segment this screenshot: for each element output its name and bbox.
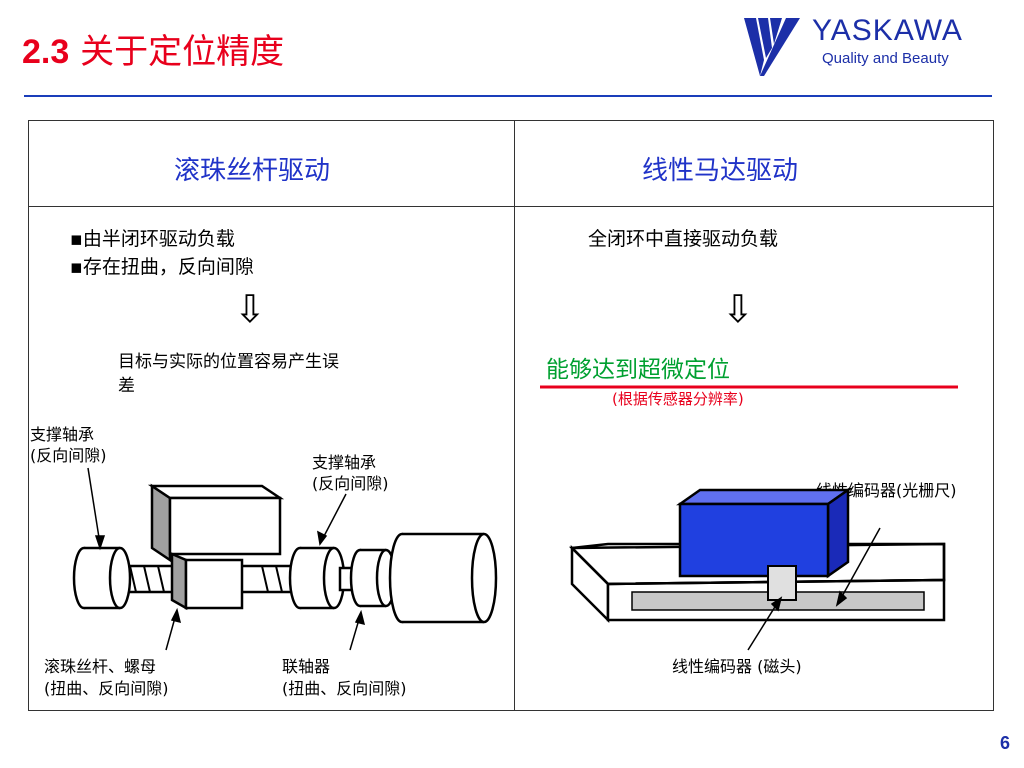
left-bullet-2: ▪存在扭曲，反向间隙 <box>70 256 254 278</box>
column-divider <box>514 120 515 711</box>
section-title: 关于定位精度 <box>80 32 285 72</box>
label-ball-screw-1: 滚珠丝杆、螺母 <box>44 657 157 676</box>
header-rule <box>24 95 992 97</box>
logo-tagline: Quality and Beauty <box>822 50 949 67</box>
right-line-1: 全闭环中直接驱动负载 <box>588 228 779 250</box>
label-linear-scale: 线性编码器(光栅尺) <box>816 481 957 500</box>
right-result-note: (根据传感器分辨率) <box>612 390 744 408</box>
left-down-arrow-icon: ⇩ <box>234 287 266 331</box>
left-bullet-1: ▪由半闭环驱动负载 <box>70 228 235 250</box>
left-column-heading: 滚珠丝杆驱动 <box>174 156 331 186</box>
right-result: 能够达到超微定位 <box>546 357 730 383</box>
label-coupling-2: (扭曲、反向间隙) <box>282 679 407 698</box>
page-title: 2.3 关于定位精度 <box>22 24 284 73</box>
label-coupling-1: 联轴器 <box>282 657 331 676</box>
left-result-line2: 差 <box>118 376 135 396</box>
label-bearing-right-2: (反向间隙) <box>312 474 389 493</box>
header-row-divider <box>28 206 994 207</box>
right-column-heading: 线性马达驱动 <box>642 156 799 186</box>
yaskawa-logo-icon <box>744 18 800 76</box>
label-encoder-head: 线性编码器 (磁头) <box>672 657 802 676</box>
label-bearing-left-2: (反向间隙) <box>30 446 107 465</box>
linear-motor-assembly-icon <box>569 487 946 624</box>
right-down-arrow-icon: ⇩ <box>722 287 754 331</box>
comparison-table <box>28 120 994 711</box>
page-number: 6 <box>999 733 1010 753</box>
section-number: 2.3 <box>22 33 70 71</box>
label-bearing-left-1: 支撑轴承 <box>30 425 95 444</box>
logo-name: YASKAWA <box>812 14 963 47</box>
label-ball-screw-2: (扭曲、反向间隙) <box>44 679 169 698</box>
label-bearing-right-1: 支撑轴承 <box>312 453 377 472</box>
left-result-line1: 目标与实际的位置容易产生误 <box>118 352 339 372</box>
ball-screw-assembly-icon <box>72 483 498 624</box>
